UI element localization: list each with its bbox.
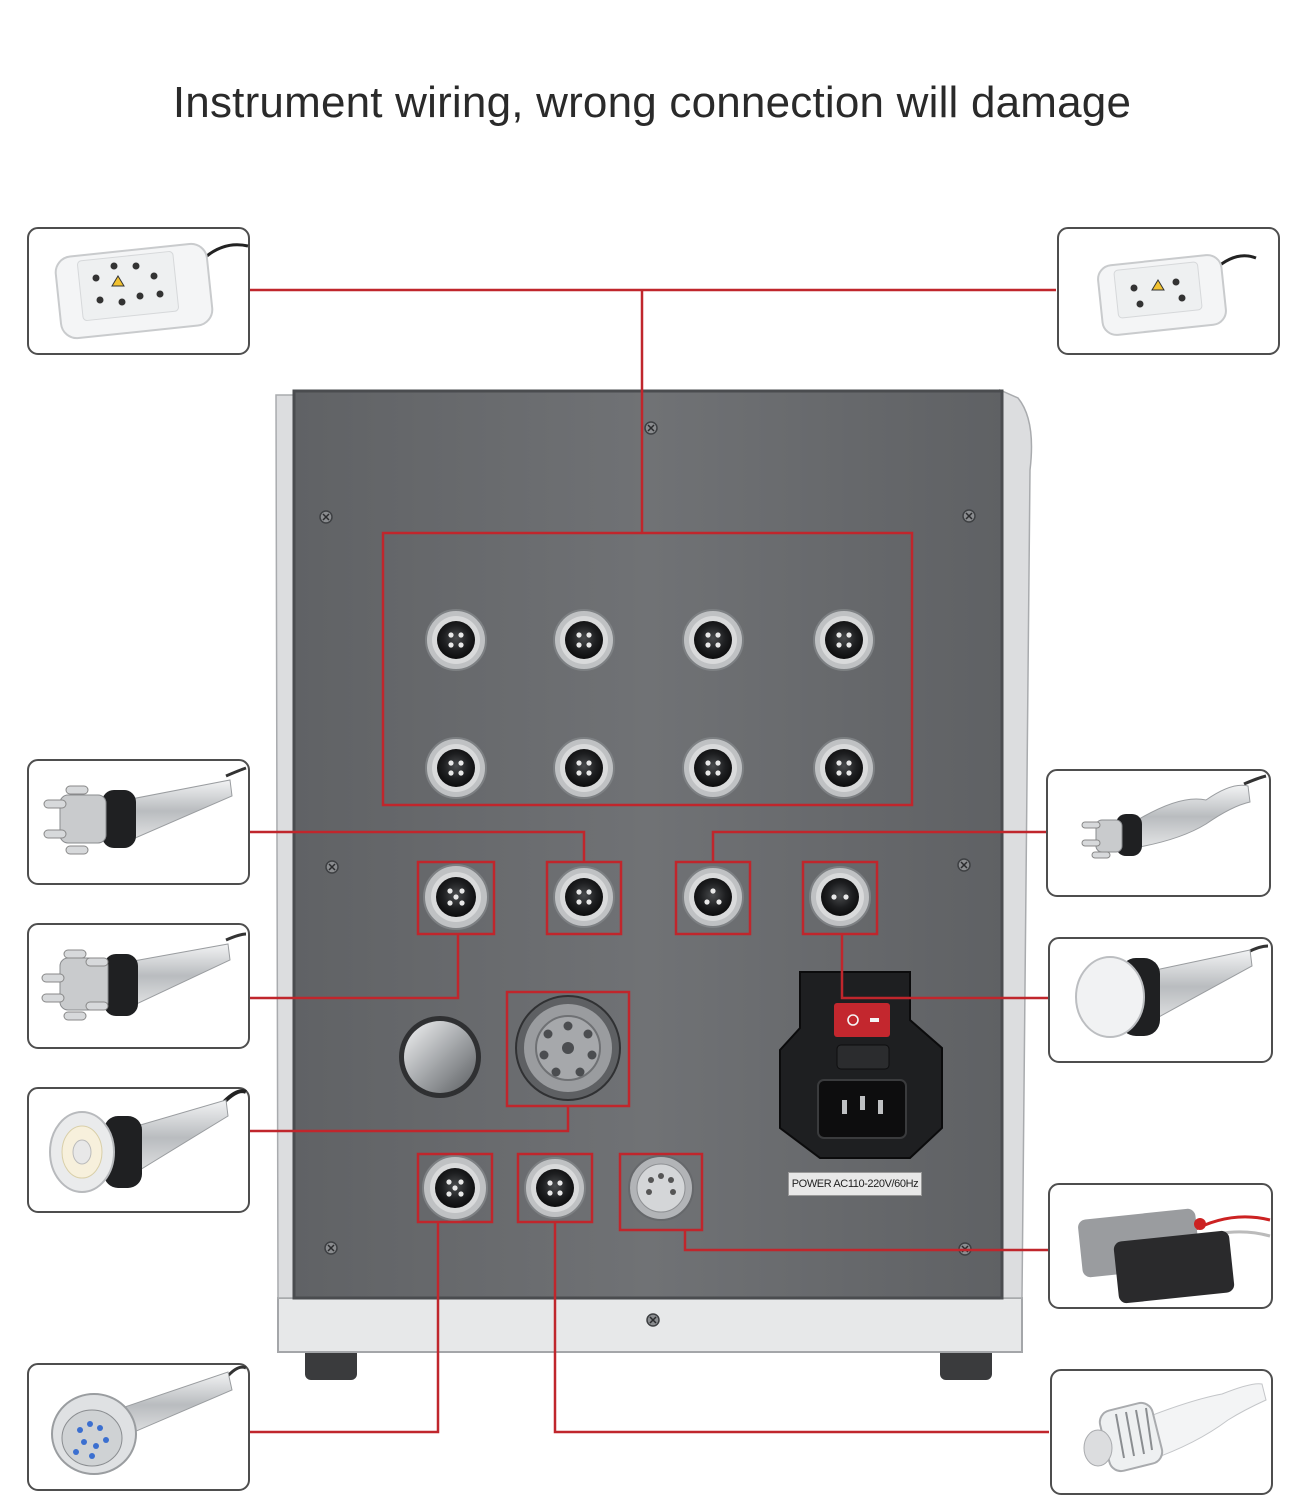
lipo-laser-pad-icon [54,242,249,340]
cavitation-connector [809,866,871,928]
connector-4 [813,609,875,671]
connector-1 [425,609,487,671]
led-head-connector [422,1155,488,1221]
vacuum-cavitation-probe-icon [49,1089,247,1193]
ems-din-connector [628,1155,694,1221]
connector-2 [553,609,615,671]
power-switch[interactable] [834,1003,890,1037]
wiring-lines [249,288,1056,1434]
wire-led-head [249,1222,440,1434]
rf-4-pole-connector [553,866,615,928]
vacuum-socket [515,995,621,1101]
wire-cavitation [840,934,1049,1000]
rf-4-pole-thumb [27,759,250,885]
power-rating-label: POWER AC110-220V/60Hz [788,1172,922,1196]
wire-ems [683,1230,1049,1252]
wire-rf-3-pole [711,830,1047,862]
foot-right [940,1346,992,1380]
vacuum-cavitation-thumb [27,1087,250,1213]
cold-hammer-probe-icon [1083,1383,1267,1473]
rf-3-pole-probe-icon [1081,774,1267,859]
highlight-connector-grid [381,531,914,807]
rf-6-pole-probe-icon [41,932,247,1021]
wire-cold-hammer [553,1222,1049,1434]
cavitation-probe-icon [1075,944,1269,1038]
machine-back-panel [275,388,1033,1380]
laser-pad-right-thumb [1057,227,1280,355]
power-knob[interactable] [399,1016,481,1098]
rf-6-pole-thumb [27,923,250,1049]
wire-rf-4-pole [249,830,586,862]
connector-5 [425,737,487,799]
rf-3-pole-thumb [1046,769,1271,897]
rf-6-pole-connector [423,864,489,930]
foot-left [305,1346,357,1380]
led-rf-head-thumb [27,1363,250,1491]
page-title: Instrument wiring, wrong connection will… [172,78,1132,127]
cavitation-thumb [1048,937,1273,1063]
wire-rf-6-pole [249,934,460,1000]
connector-8 [813,737,875,799]
ems-electrode-pads-icon [1078,1208,1271,1304]
wire-vacuum [249,1106,570,1133]
connector-7 [682,737,744,799]
connector-6 [553,737,615,799]
rf-4-pole-probe-icon [43,766,247,855]
connector-3 [682,609,744,671]
cold-hammer-thumb [1050,1369,1273,1495]
lipo-laser-pad-icon [1097,254,1257,336]
cold-hammer-connector [524,1157,586,1219]
ems-pads-thumb [1048,1183,1273,1309]
laser-pad-left-thumb [27,227,250,355]
led-rf-head-icon [51,1365,247,1475]
rf-3-pole-connector [682,866,744,928]
power-inlet-module [779,971,943,1159]
wire-laser-pads [249,288,1056,533]
